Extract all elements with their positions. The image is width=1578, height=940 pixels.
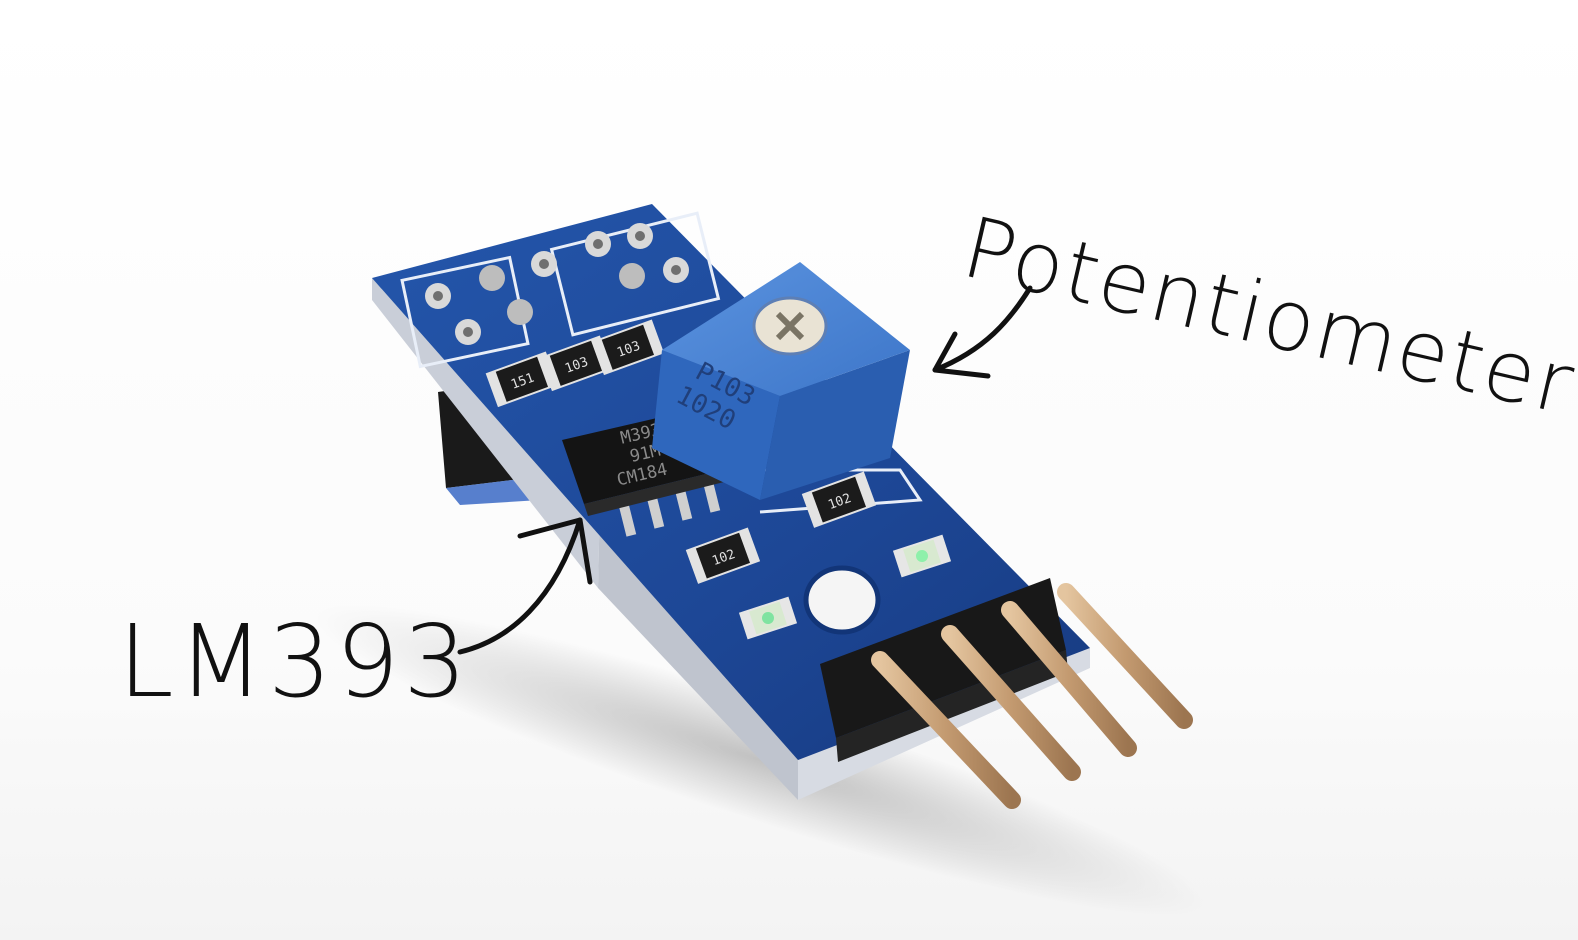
header-connector [820,578,1068,762]
status-leds [738,534,952,640]
annotation-arrows [457,285,1033,655]
pcb-pads [425,223,689,345]
board-edge-left [372,278,600,588]
pot-right-face [760,350,910,500]
mounting-hole [803,565,881,635]
potentiometer-arrow [932,285,1033,373]
header-pins [871,583,1193,809]
smd-resistors: 151 103 103 102 102 [485,319,877,584]
board-shadow [312,603,1208,917]
potentiometer-body: P103 1020 [652,262,910,500]
lm393-arrow [457,517,583,655]
lm393-label: LM393 [118,603,471,720]
pot-front-face [652,350,780,500]
